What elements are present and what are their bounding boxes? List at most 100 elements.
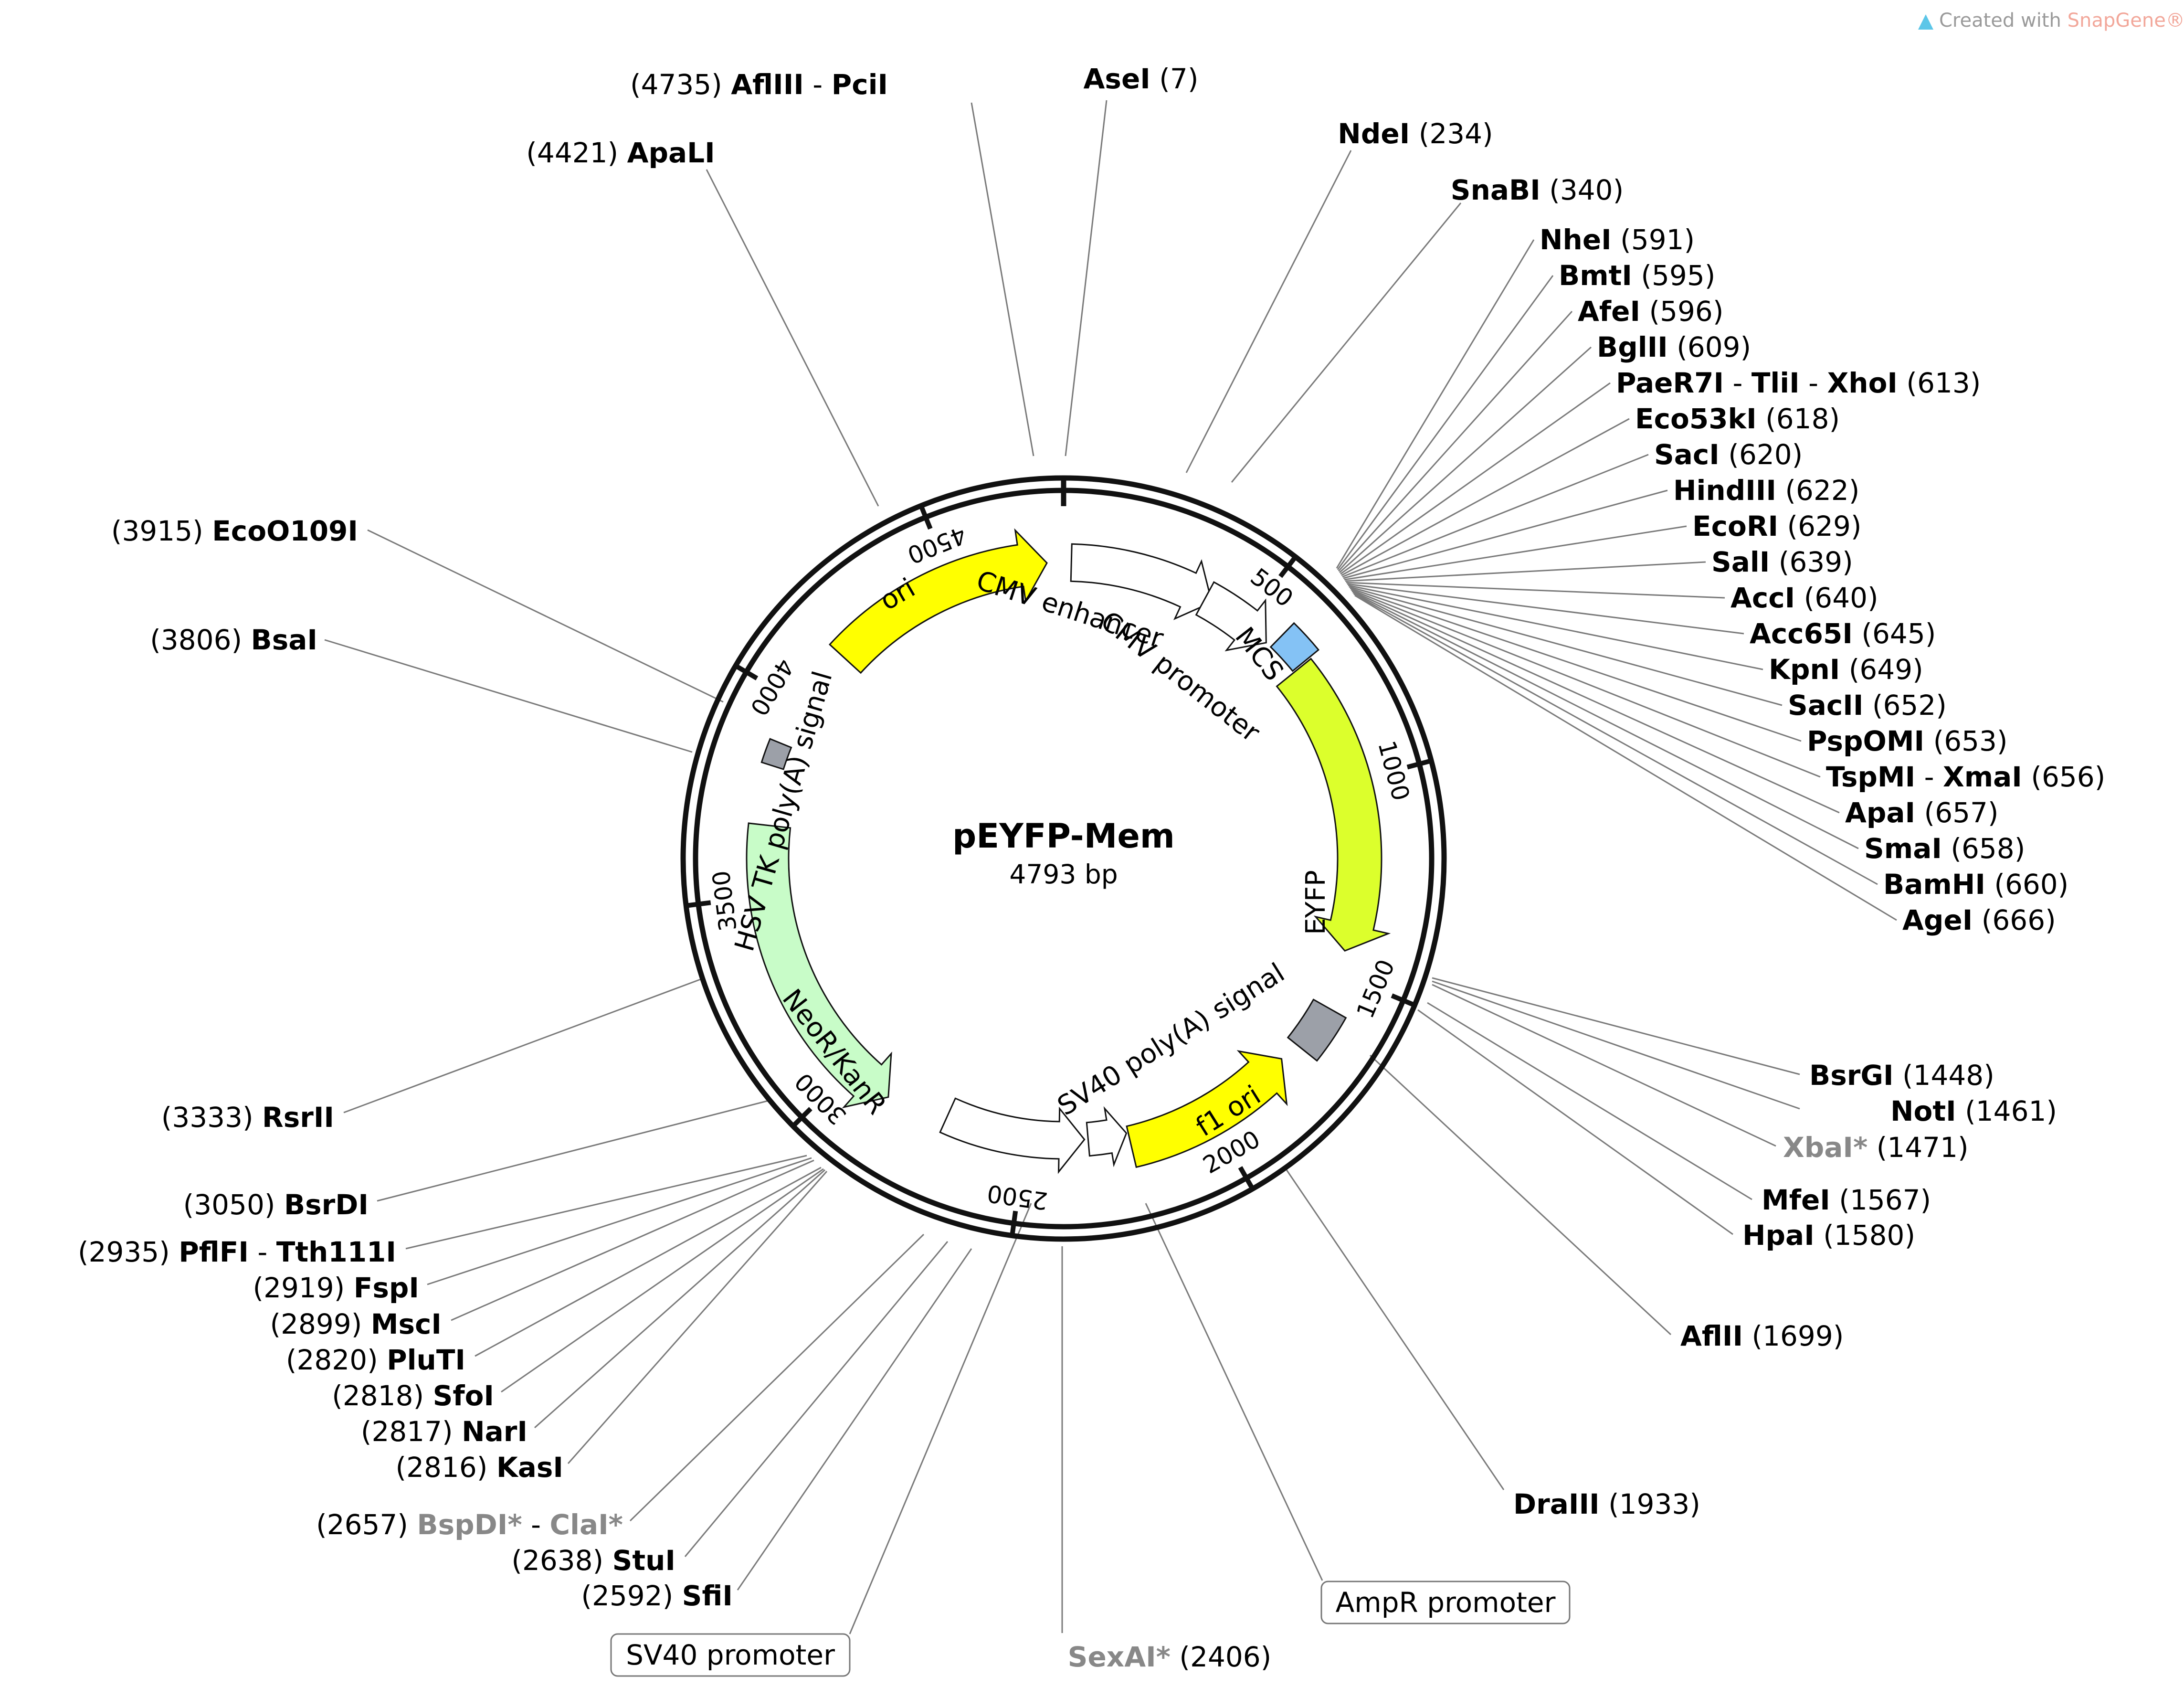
site-text: AgeI (666) bbox=[1902, 904, 2056, 936]
leader-line bbox=[1352, 592, 1859, 849]
leader-line bbox=[1354, 594, 1897, 921]
site-label-hpai: HpaI (1580) bbox=[1742, 1219, 1915, 1252]
leader-line bbox=[534, 1169, 825, 1429]
site-label-bsai: (3806) BsaI bbox=[150, 624, 317, 656]
leader-line bbox=[706, 169, 879, 507]
site-text: BsrGI (1448) bbox=[1809, 1059, 1994, 1092]
svg-text:Created with SnapGene®: Created with SnapGene® bbox=[1939, 10, 2184, 32]
label-box bbox=[610, 1633, 851, 1677]
site-label-smai: SmaI (658) bbox=[1864, 832, 2025, 865]
feature-mcs bbox=[1269, 622, 1320, 672]
site-text: KpnI (649) bbox=[1769, 653, 1923, 686]
leader-line bbox=[1349, 586, 1783, 706]
site-text: NotI (1461) bbox=[1890, 1095, 2057, 1127]
site-label-paer7i: PaeR7I - TliI - XhoI (613) bbox=[1616, 367, 1981, 399]
feature-eyfp bbox=[1276, 658, 1391, 952]
site-text: HpaI (1580) bbox=[1742, 1219, 1915, 1252]
site-label-rsrii: (3333) RsrII bbox=[161, 1101, 334, 1134]
site-label-fspi: (2919) FspI bbox=[253, 1272, 419, 1304]
site-label-afei: AfeI (596) bbox=[1578, 295, 1723, 328]
site-label-bglii: BglII (609) bbox=[1597, 331, 1751, 363]
leader-line bbox=[367, 529, 724, 703]
site-label-sali: SalI (639) bbox=[1711, 546, 1853, 578]
site-text: BmtI (595) bbox=[1559, 259, 1715, 292]
site-label-hindiii: HindIII (622) bbox=[1673, 474, 1859, 507]
tick-mark bbox=[1238, 1166, 1256, 1191]
feature-neor-kanr bbox=[746, 822, 892, 1109]
site-label-kasi: (2816) KasI bbox=[396, 1451, 564, 1484]
site-label-nari: (2817) NarI bbox=[361, 1415, 528, 1448]
leader-line bbox=[377, 1100, 769, 1202]
site-text: NheI (591) bbox=[1540, 223, 1695, 256]
site-text: (2935) PflFI - Tth111I bbox=[78, 1236, 396, 1268]
watermark-text: Created with bbox=[1939, 10, 2068, 32]
site-label-bsrdi: (3050) BsrDI bbox=[183, 1188, 369, 1221]
leader-line bbox=[1347, 583, 1744, 635]
boxed-label-text: AmpR promoter bbox=[1336, 1586, 1556, 1619]
site-text: (2816) KasI bbox=[396, 1451, 564, 1484]
leader-line bbox=[1432, 977, 1800, 1075]
site-label-tspmi: TspMI - XmaI (656) bbox=[1826, 761, 2105, 793]
site-text: (2657) BspDI* - ClaI* bbox=[316, 1508, 623, 1541]
site-label-snabi: SnaBI (340) bbox=[1451, 174, 1624, 206]
leader-line bbox=[1286, 1169, 1505, 1490]
leader-line bbox=[971, 102, 1034, 456]
leader-line bbox=[475, 1167, 822, 1357]
leader-line bbox=[1350, 587, 1802, 742]
site-label-bspdi: (2657) BspDI* - ClaI* bbox=[316, 1508, 623, 1541]
site-label-noti: NotI (1461) bbox=[1890, 1095, 2057, 1127]
site-label-draiii: DraIII (1933) bbox=[1513, 1488, 1700, 1520]
leader-line bbox=[405, 1155, 807, 1250]
feature-ampr-promoter-arrow bbox=[939, 1097, 1086, 1174]
site-label-sfii: (2592) SfiI bbox=[581, 1580, 733, 1612]
leader-line bbox=[1231, 202, 1462, 483]
site-label-pluti: (2820) PluTI bbox=[286, 1344, 465, 1376]
leader-line bbox=[1369, 1054, 1672, 1336]
site-text: (2899) MscI bbox=[270, 1308, 442, 1340]
site-label-nhei: NheI (591) bbox=[1540, 223, 1695, 256]
feature-ori bbox=[828, 528, 1048, 674]
site-text: (2919) FspI bbox=[253, 1272, 419, 1304]
site-label-ndei: NdeI (234) bbox=[1338, 117, 1493, 150]
site-text: AfeI (596) bbox=[1578, 295, 1723, 328]
leader-line bbox=[1337, 275, 1554, 570]
tick-mark bbox=[790, 1107, 812, 1129]
site-text: (2817) NarI bbox=[361, 1415, 528, 1448]
site-text: XbaI* (1471) bbox=[1783, 1131, 1969, 1164]
tick-mark bbox=[1391, 993, 1417, 1008]
tick-label: 1500 bbox=[1351, 955, 1401, 1022]
site-text: MfeI (1567) bbox=[1762, 1184, 1931, 1216]
leader-line bbox=[451, 1159, 814, 1321]
leader-line bbox=[1340, 382, 1611, 575]
leader-line bbox=[1145, 1203, 1323, 1581]
leader-line bbox=[1348, 584, 1763, 670]
tick-mark bbox=[1406, 758, 1434, 770]
site-text: Acc65I (645) bbox=[1750, 617, 1936, 650]
tick-mark bbox=[733, 663, 759, 680]
site-text: Eco53kI (618) bbox=[1635, 403, 1840, 435]
site-text: (2818) SfoI bbox=[332, 1379, 494, 1412]
leader-line bbox=[629, 1233, 925, 1522]
site-label-eco53ki: Eco53kI (618) bbox=[1635, 403, 1840, 435]
site-text: ApaI (657) bbox=[1845, 796, 1999, 829]
site-label-agei: AgeI (666) bbox=[1902, 904, 2056, 936]
leader-line bbox=[427, 1157, 812, 1285]
leader-line bbox=[1427, 1002, 1752, 1200]
leader-line bbox=[1345, 561, 1706, 582]
site-text: AflII (1699) bbox=[1680, 1320, 1844, 1352]
site-text: BglII (609) bbox=[1597, 331, 1751, 363]
leader-line bbox=[849, 1203, 1032, 1634]
site-text: AccI (640) bbox=[1730, 582, 1878, 614]
site-text: BamHI (660) bbox=[1883, 868, 2068, 901]
site-text: (3050) BsrDI bbox=[183, 1188, 369, 1221]
site-text: SmaI (658) bbox=[1864, 832, 2025, 865]
feature-sv40-polya bbox=[1287, 998, 1347, 1062]
leader-line bbox=[324, 639, 693, 753]
tick-mark bbox=[1009, 1210, 1018, 1238]
site-label-afliii: (4735) AflIII - PciI bbox=[630, 68, 888, 101]
site-label-sexai: SexAI* (2406) bbox=[1068, 1641, 1272, 1673]
leader-line bbox=[1343, 489, 1668, 579]
feature-hsv-tk-polya bbox=[760, 738, 792, 770]
site-text: (2638) StuI bbox=[511, 1544, 675, 1577]
boxed-label-text: SV40 promoter bbox=[626, 1639, 835, 1671]
